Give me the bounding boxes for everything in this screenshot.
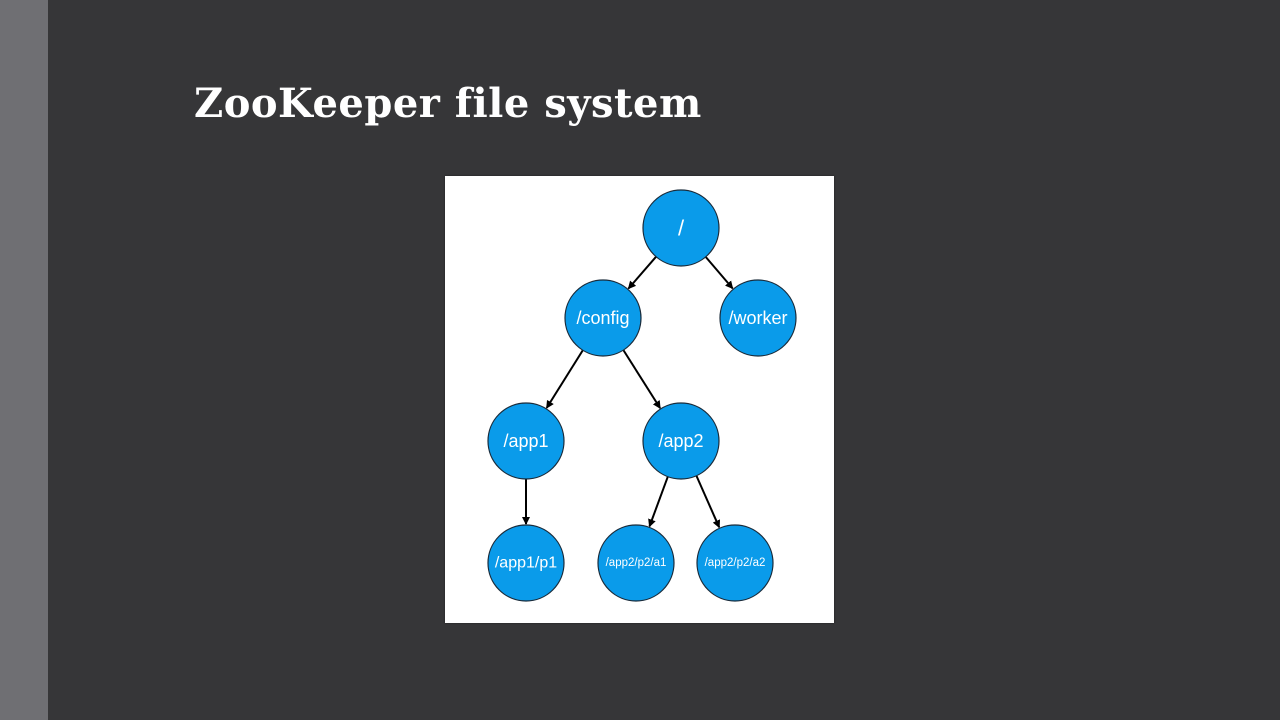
node-circle <box>696 524 774 602</box>
node-label: /app2/p2/a1 <box>606 557 667 569</box>
tree-node-app2_p2_a2: /app2/p2/a2 <box>696 524 774 602</box>
edge-app2-to-app2_p2_a1 <box>648 474 670 528</box>
node-label: / <box>678 216 685 241</box>
node-label: /app1/p1 <box>495 555 557 572</box>
node-circle <box>642 189 720 267</box>
edge-config-to-app1 <box>545 347 585 409</box>
node-label: /app2 <box>658 431 703 451</box>
node-circle <box>487 524 565 602</box>
edge-app2-to-app2_p2_a2 <box>694 473 721 529</box>
node-circle <box>487 402 565 480</box>
edge-root-to-config <box>627 254 659 290</box>
tree-node-app2_p2_a1: /app2/p2/a1 <box>597 524 675 602</box>
edge-config-to-app2 <box>621 347 661 409</box>
tree-node-worker: /worker <box>719 279 797 357</box>
node-label: /config <box>576 308 629 328</box>
node-label: /app2/p2/a2 <box>705 557 766 569</box>
node-circle <box>642 402 720 480</box>
tree-node-config: /config <box>564 279 642 357</box>
node-label: /worker <box>728 308 787 328</box>
node-circle <box>719 279 797 357</box>
nodes-layer: / /config/worker/app1/app2/app1/p1/app2/p… <box>487 189 797 602</box>
side-accent-bar <box>0 0 48 720</box>
slide-title: ZooKeeper file system <box>194 80 702 127</box>
edges-layer <box>522 254 734 529</box>
tree-node-app2: /app2 <box>642 402 720 480</box>
node-circle <box>564 279 642 357</box>
tree-diagram-panel: / /config/worker/app1/app2/app1/p1/app2/p… <box>445 176 834 623</box>
tree-node-app1: /app1 <box>487 402 565 480</box>
tree-diagram: / /config/worker/app1/app2/app1/p1/app2/p… <box>487 189 797 602</box>
node-circle <box>597 524 675 602</box>
edge-root-to-worker <box>703 254 734 290</box>
tree-node-root: / <box>642 189 720 267</box>
node-label: /app1 <box>503 431 548 451</box>
tree-node-app1_p1: /app1/p1 <box>487 524 565 602</box>
